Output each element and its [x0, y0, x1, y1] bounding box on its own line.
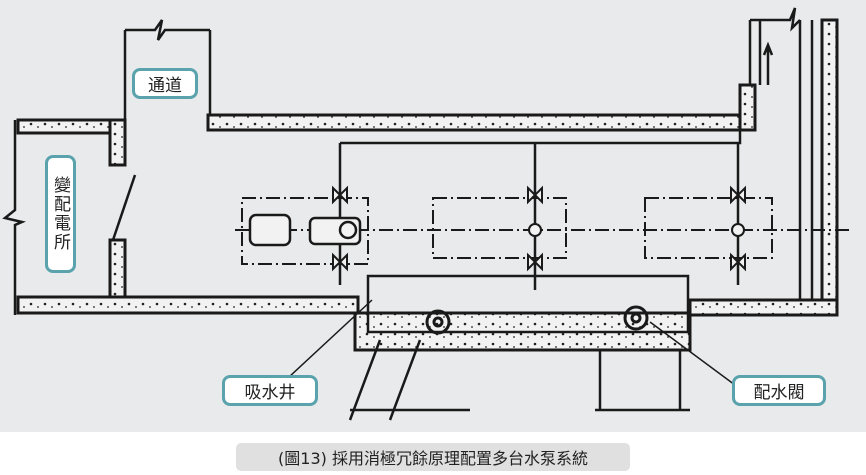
label-distribution-valve: 配水閥 — [732, 375, 826, 406]
wall-right-outer — [820, 18, 839, 317]
pump-motor — [248, 213, 362, 247]
label-substation: 變配電所 — [45, 155, 76, 273]
wall-bottom-left — [16, 295, 360, 315]
valves — [332, 185, 746, 272]
lines — [2, 7, 814, 421]
foot-valves — [425, 305, 649, 335]
wall-top-main — [206, 113, 750, 132]
label-suction-well: 吸水井 — [222, 375, 318, 406]
figure-caption: (圖13) 採用消極冗餘原理配置多台水泵系統 — [236, 443, 630, 471]
wall-right-upper — [738, 83, 757, 132]
label-corridor: 通道 — [132, 68, 198, 99]
wall-corridor-left-upper — [108, 118, 127, 167]
pump-system-diagram — [0, 0, 866, 432]
wall-bottom-right — [688, 298, 839, 317]
